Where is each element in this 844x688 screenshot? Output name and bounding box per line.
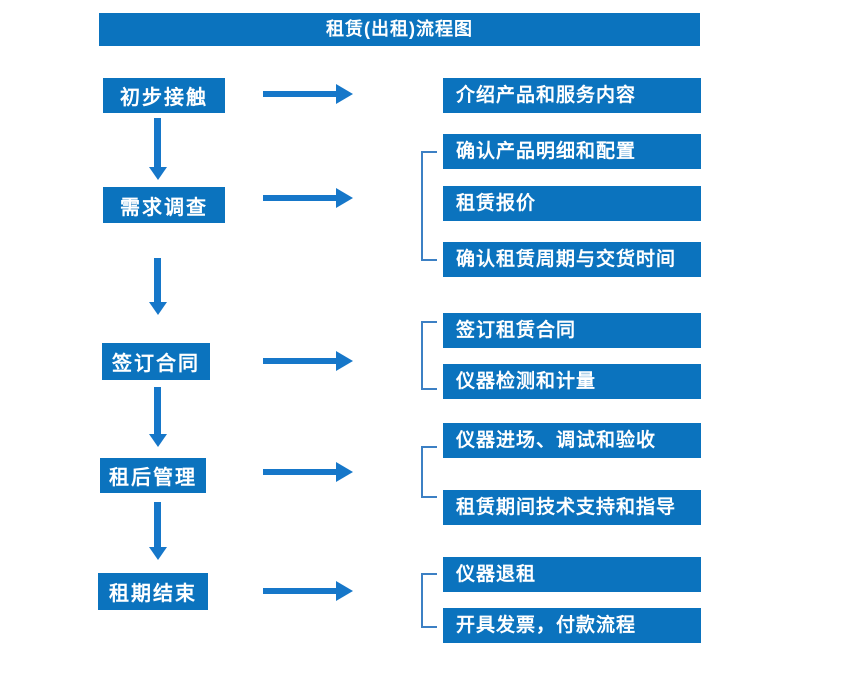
step-box-sign-contract: 签订合同: [102, 343, 210, 380]
right-arrow-icon-4: [263, 462, 353, 482]
step-label: 租期结束: [109, 583, 197, 605]
arrow-head: [336, 84, 353, 104]
detail-box-confirm-product-details: 确认产品明细和配置: [443, 134, 701, 169]
down-arrow-icon-1: [149, 118, 167, 180]
right-arrow-icon-3: [263, 351, 353, 371]
arrow-shaft: [154, 502, 161, 548]
group-bracket-rental-end: [421, 573, 437, 628]
detail-box-confirm-rental-period: 确认租赁周期与交货时间: [443, 242, 701, 277]
detail-box-technical-support: 租赁期间技术支持和指导: [443, 490, 701, 525]
detail-box-introduce-products: 介绍产品和服务内容: [443, 78, 701, 113]
step-label: 租后管理: [109, 467, 197, 489]
arrow-head: [149, 302, 167, 315]
arrow-shaft: [263, 91, 336, 97]
step-box-initial-contact: 初步接触: [103, 78, 225, 113]
step-label: 签订合同: [112, 353, 200, 375]
step-box-demand-survey: 需求调查: [103, 187, 225, 223]
down-arrow-icon-4: [149, 502, 167, 560]
down-arrow-icon-3: [149, 387, 167, 447]
arrow-head: [149, 434, 167, 447]
arrow-head: [336, 581, 353, 601]
group-bracket-sign-contract: [421, 321, 437, 390]
arrow-shaft: [263, 358, 336, 364]
detail-box-instrument-testing: 仪器检测和计量: [443, 364, 701, 399]
step-label: 需求调查: [120, 196, 208, 219]
group-bracket-post-rental-management: [421, 446, 437, 498]
arrow-head: [336, 462, 353, 482]
step-label: 初步接触: [120, 87, 208, 109]
detail-box-invoice-payment: 开具发票，付款流程: [443, 608, 701, 643]
arrow-head: [336, 188, 353, 208]
page-title: 租赁(出租)流程图: [99, 13, 700, 46]
arrow-head: [336, 351, 353, 371]
detail-box-instrument-installation: 仪器进场、调试和验收: [443, 423, 701, 458]
right-arrow-icon-2: [263, 188, 353, 208]
arrow-head: [149, 547, 167, 560]
arrow-shaft: [154, 387, 161, 435]
down-arrow-icon-2: [149, 258, 167, 315]
right-arrow-icon-1: [263, 84, 353, 104]
arrow-shaft: [263, 195, 336, 201]
detail-box-instrument-return: 仪器退租: [443, 557, 701, 592]
group-bracket-demand-survey: [421, 151, 437, 261]
right-arrow-icon-5: [263, 581, 353, 601]
step-box-rental-end: 租期结束: [98, 573, 208, 610]
arrow-shaft: [263, 588, 336, 594]
arrow-shaft: [154, 258, 161, 303]
step-box-post-rental-management: 租后管理: [100, 458, 206, 493]
arrow-shaft: [154, 118, 161, 168]
arrow-head: [149, 167, 167, 180]
detail-box-rental-quote: 租赁报价: [443, 186, 701, 221]
detail-box-sign-rental-contract: 签订租赁合同: [443, 313, 701, 348]
arrow-shaft: [263, 469, 336, 475]
